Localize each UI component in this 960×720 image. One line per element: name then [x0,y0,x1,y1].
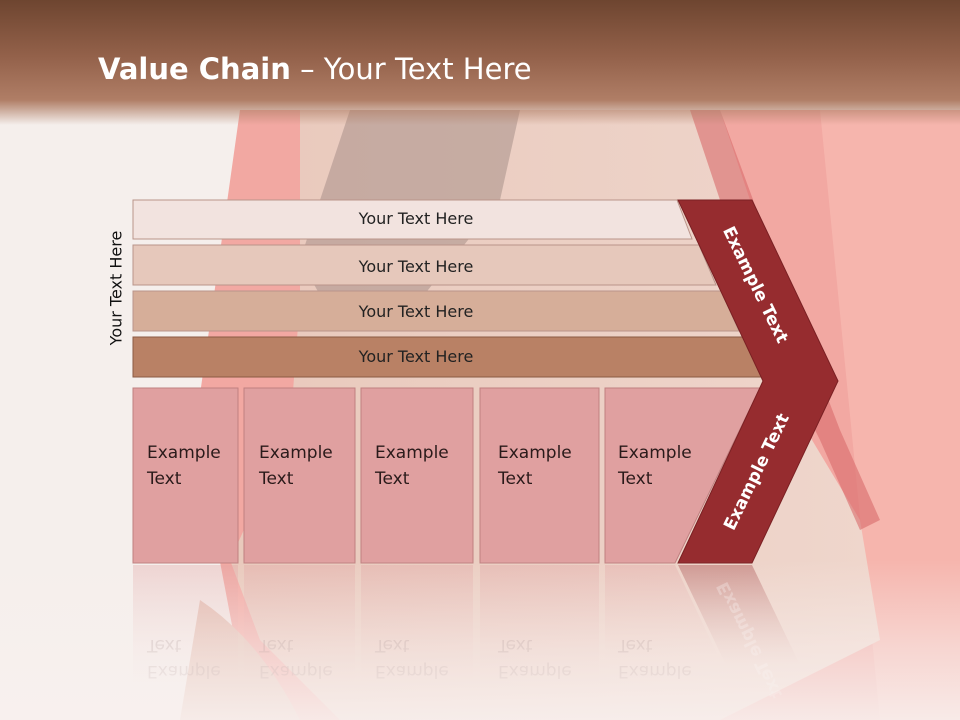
band-1 [132,199,693,240]
title-bold: Value Chain [98,52,291,86]
box-4 [479,387,600,564]
title-bar [0,0,960,125]
box-5-line2: Text [618,469,653,489]
band-2 [132,244,717,286]
slide-title: Value Chain – Your Text Here [98,52,532,86]
box-3 [360,387,474,564]
box-1 [132,387,239,564]
box-2-line2: Text [259,469,294,489]
band-3-label: Your Text Here [358,302,474,321]
box-4-line1: Example [498,443,572,463]
box-5-line1: Example [618,443,692,463]
band-4-label: Your Text Here [358,347,474,366]
bottom-fade [0,560,960,720]
box-2-line1: Example [259,443,333,463]
box-4-line2: Text [498,469,533,489]
title-rest: – Your Text Here [290,52,532,86]
box-2 [243,387,356,564]
band-1-label: Your Text Here [358,209,474,228]
box-1-line1: Example [147,443,221,463]
box-3-line1: Example [375,443,449,463]
box-1-line2: Text [147,469,182,489]
box-3-line2: Text [375,469,410,489]
band-2-label: Your Text Here [358,257,474,276]
